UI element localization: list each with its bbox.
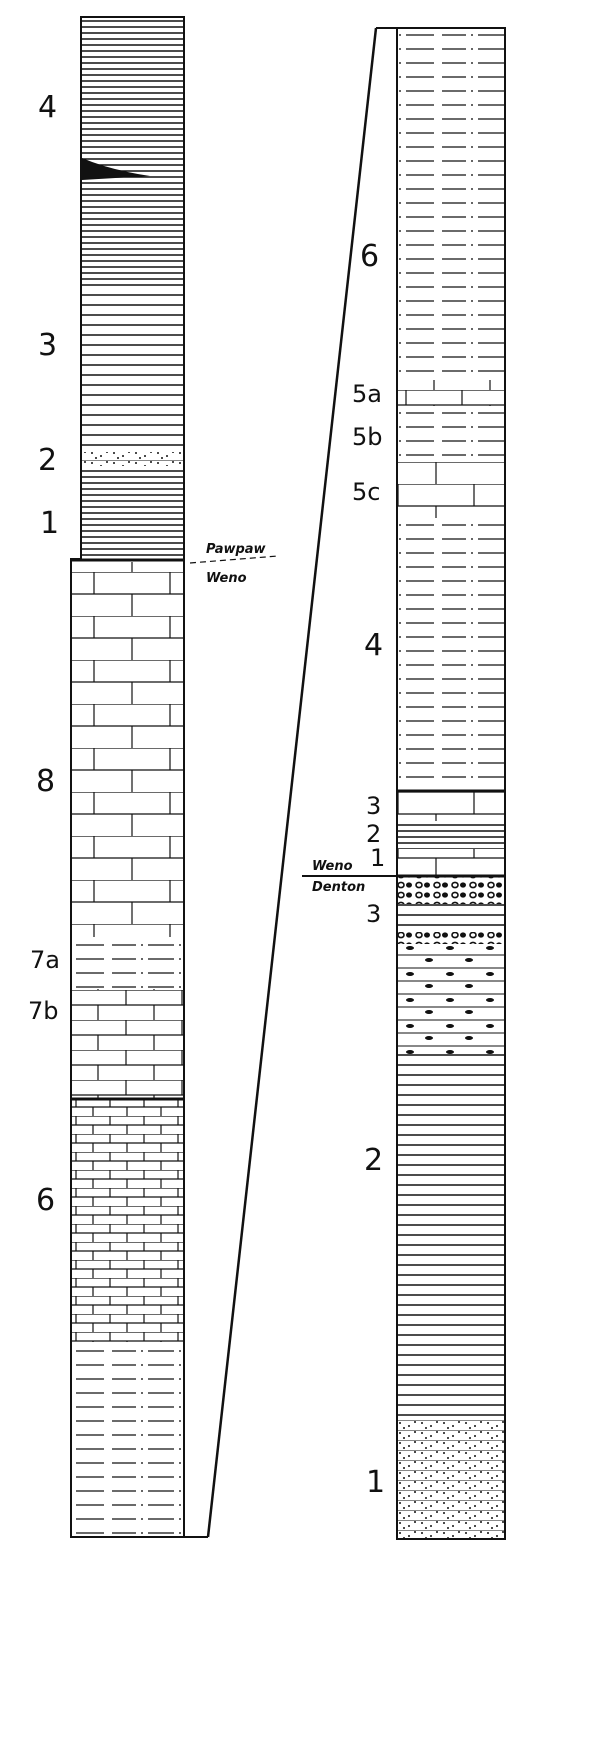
left-unit-4-shale <box>81 17 184 282</box>
right-denton-3-marl <box>397 904 505 932</box>
left-unit-7a-marl <box>71 937 184 989</box>
right-label-unit-5a: 5a <box>352 380 382 408</box>
right-denton-2-clay <box>397 1054 505 1419</box>
left-column <box>70 16 185 1538</box>
left-label-unit-7b: 7b <box>28 997 59 1025</box>
pawpaw-weno-contact-tick <box>189 555 279 564</box>
right-denton-2-nodular <box>397 944 505 1054</box>
right-column <box>396 27 506 1540</box>
contact-label-weno-right: Weno <box>312 859 353 874</box>
right-unit-1-limestone <box>397 849 505 876</box>
left-label-unit-4: 4 <box>38 90 57 125</box>
right-label-unit-3: 3 <box>366 792 381 820</box>
contact-label-weno-left: Weno <box>206 571 247 586</box>
right-label-denton-1: 1 <box>366 1465 385 1500</box>
right-unit-5c-limestone <box>397 462 505 518</box>
left-label-unit-3: 3 <box>38 328 57 363</box>
left-lower-marl <box>71 1342 184 1537</box>
right-label-unit-6: 6 <box>360 239 379 274</box>
right-denton-3-conglomerate <box>397 876 505 904</box>
right-unit-6-marl <box>397 28 505 380</box>
left-label-unit-6: 6 <box>36 1183 55 1218</box>
left-label-unit-2: 2 <box>38 443 57 478</box>
right-denton-3-lower-conglomerate <box>397 932 505 944</box>
left-label-unit-8: 8 <box>36 764 55 799</box>
right-label-denton-2: 2 <box>364 1143 383 1178</box>
right-unit-5a-limestone <box>397 380 505 406</box>
right-label-unit-5c: 5c <box>352 478 380 506</box>
left-unit-3-shale <box>81 282 184 452</box>
left-unit-1-shale <box>81 466 184 559</box>
right-label-unit-1: 1 <box>370 844 385 872</box>
right-unit-2-clay <box>397 821 505 849</box>
left-unit-4-dark-streaks <box>82 158 150 180</box>
left-label-unit-7a: 7a <box>30 946 60 974</box>
right-denton-1-sandy <box>397 1419 505 1539</box>
right-unit-4-marl <box>397 518 505 791</box>
right-unit-labels: 6 5a 5b 5c 4 3 2 1 3 2 1 <box>352 239 385 1500</box>
right-unit-5b-marl <box>397 406 505 462</box>
right-label-denton-3: 3 <box>366 900 381 928</box>
right-label-unit-4: 4 <box>364 628 383 663</box>
left-unit-7b-limestone <box>71 989 184 1099</box>
right-label-unit-5b: 5b <box>352 423 383 451</box>
left-unit-2-sandy-bed <box>81 452 184 466</box>
right-unit-3-limestone <box>397 791 505 821</box>
contact-label-pawpaw: Pawpaw <box>206 542 267 557</box>
left-label-unit-1: 1 <box>40 506 59 541</box>
right-label-unit-2: 2 <box>366 820 381 848</box>
left-unit-labels: 4 3 2 1 8 7a 7b 6 <box>28 90 60 1218</box>
left-unit-8-limestone <box>71 562 184 937</box>
right-column-outline <box>396 27 506 1540</box>
left-unit-6-nodular-limestone <box>71 1099 184 1342</box>
correlation-line-diagonal <box>206 27 378 1538</box>
contact-label-denton: Denton <box>312 880 365 895</box>
